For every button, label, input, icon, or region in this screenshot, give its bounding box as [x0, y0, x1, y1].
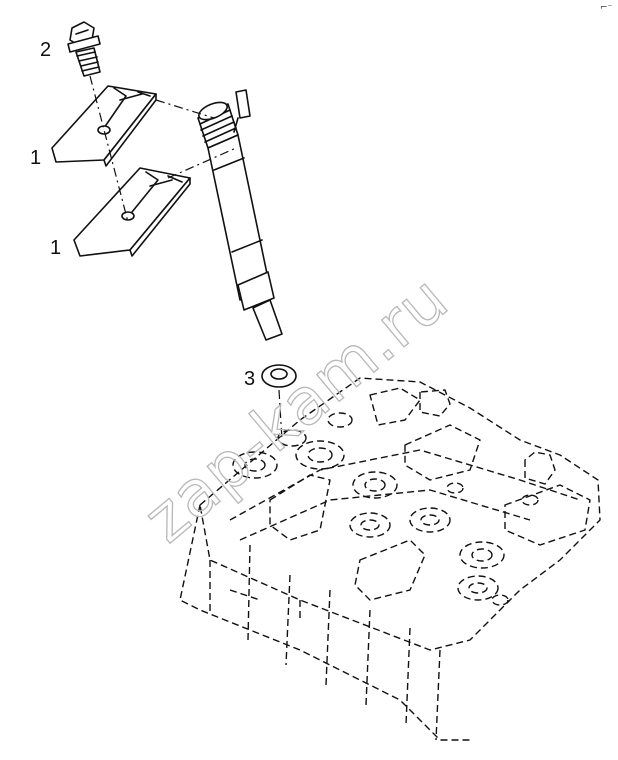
injector-clamp-upper — [51, 85, 157, 167]
bolt-axis-line — [89, 75, 129, 223]
sealing-washer — [261, 364, 297, 388]
cylinder-head — [179, 377, 601, 741]
fuel-injector — [197, 89, 283, 341]
washer-leader-line — [278, 389, 283, 441]
callout-clamp-lower: 1 — [50, 237, 61, 259]
clamp-leader-lower — [167, 147, 237, 179]
callout-bolt: 2 — [40, 39, 51, 61]
corner-mark: ⌐⁻ — [600, 3, 613, 13]
callout-clamp-upper: 1 — [30, 147, 41, 169]
callout-washer: 3 — [244, 368, 255, 390]
injector-clamp-lower — [73, 167, 191, 257]
clamp-bolt — [67, 21, 101, 77]
